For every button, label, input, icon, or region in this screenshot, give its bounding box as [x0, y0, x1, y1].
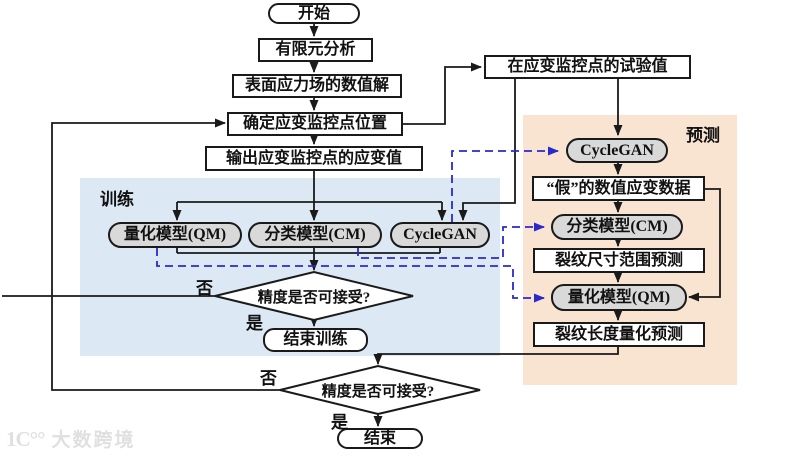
decision1-text: 精度是否可接受? [257, 289, 371, 306]
determine-points-box: 确定应变监控点位置 [227, 112, 403, 136]
cm-train-pill: 分类模型(CM) [248, 222, 382, 248]
decision2-yes-label: 是 [331, 413, 348, 432]
qm-pred-pill: 量化模型(QM) [551, 284, 687, 311]
cyclegan-train-pill: CycleGAN [390, 222, 490, 248]
surface-stress-box: 表面应力场的数值解 [232, 74, 402, 98]
watermark-logo-icon: 1C°° [6, 427, 45, 451]
edge-determine-experimental [403, 62, 482, 125]
fake-data-box: “假”的数值应变数据 [532, 176, 705, 201]
output-strain-box: 输出应变监控点的应变值 [205, 146, 423, 171]
fem-analysis-box: 有限元分析 [258, 38, 373, 62]
transfer-cyclegan [451, 146, 559, 222]
training-region [80, 178, 500, 356]
qm-train-pill: 量化模型(QM) [108, 222, 242, 248]
model-transfer-lines [156, 146, 559, 303]
watermark-text: 大数跨境 [51, 430, 136, 451]
experimental-values-box: 在应变监控点的试验值 [484, 55, 691, 79]
decision2-no-label: 否 [260, 369, 277, 388]
watermark: 1C°° 大数跨境 [6, 425, 135, 452]
end-terminal: 结束 [337, 428, 423, 449]
prediction-region-label: 预测 [686, 126, 720, 145]
end-training-terminal: 结束训练 [263, 328, 368, 352]
edge-experimental-cyclegan-train [458, 79, 516, 221]
transfer-qm [156, 248, 545, 303]
training-region-label: 训练 [100, 190, 134, 209]
decision1-no-label: 否 [196, 279, 213, 298]
edge-fake-qmpred-loop [688, 188, 721, 302]
edge-cracklength-decision2 [373, 347, 619, 365]
solid-flow-lines [2, 24, 721, 427]
crack-size-box: 裂纹尺寸范围预测 [533, 248, 705, 273]
edge-decision2-no-loop [51, 118, 280, 391]
decision1-diamond [214, 270, 414, 322]
decision2-diamond [279, 364, 481, 416]
cm-pred-pill: 分类模型(CM) [551, 214, 683, 240]
decision2-text: 精度是否可接受? [321, 383, 435, 400]
transfer-cm [357, 222, 545, 259]
decision1-yes-label: 是 [246, 314, 263, 333]
start-terminal: 开始 [268, 3, 360, 24]
crack-length-box: 裂纹长度量化预测 [533, 322, 705, 347]
cyclegan-pred-pill: CycleGAN [566, 138, 668, 163]
